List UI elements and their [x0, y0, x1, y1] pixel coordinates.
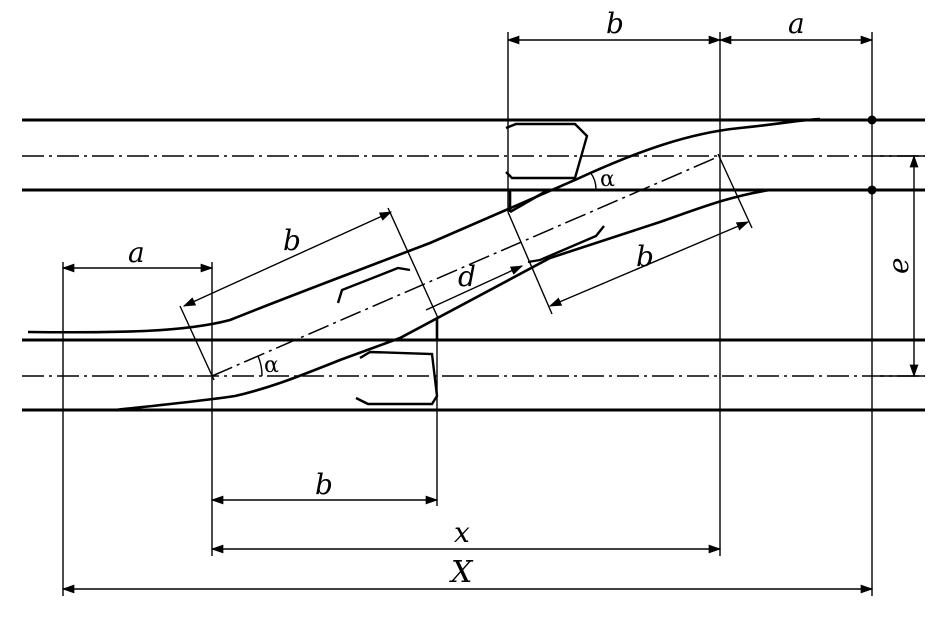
dim-d — [425, 265, 524, 311]
label-b-left-diag: b — [283, 224, 301, 257]
angle-arc-lower — [257, 355, 263, 377]
label-alpha-lower: α — [264, 353, 279, 378]
label-x: x — [454, 516, 470, 549]
node-dot-lower — [867, 185, 877, 195]
dim-b-right-diag — [548, 221, 750, 307]
label-b-right-diag: b — [636, 240, 654, 273]
ext-diag-right-b — [717, 153, 753, 229]
lower-guard-rail — [355, 350, 439, 406]
crossover-lower-rail — [114, 188, 771, 412]
ext-diag-left-b — [387, 207, 439, 319]
main-tracks — [22, 118, 925, 412]
upper-frog-vee — [508, 188, 548, 212]
dimension-labels: b a a b d b α α e b x X — [128, 7, 915, 590]
label-d: d — [458, 260, 476, 293]
extension-lines — [62, 32, 925, 596]
angle-arc-upper — [589, 171, 597, 191]
upper-switch-point — [509, 188, 549, 214]
upper-guard-rail — [505, 122, 589, 180]
crossover-rails — [27, 117, 821, 412]
label-a-top: a — [788, 7, 805, 40]
node-dot-upper — [867, 115, 877, 125]
label-X: X — [449, 555, 474, 590]
label-a-left: a — [128, 236, 145, 269]
crossover-upper-rail — [27, 117, 821, 334]
ext-diag-left-a — [179, 305, 215, 381]
crossover-centerline — [211, 155, 721, 377]
label-e: e — [882, 257, 915, 274]
label-b-top: b — [606, 7, 624, 40]
ext-diag-right-a — [507, 211, 553, 315]
dimension-lines — [61, 35, 919, 594]
label-b-bottom: b — [315, 468, 333, 501]
dim-b-left-diag — [182, 211, 393, 307]
label-alpha-upper: α — [600, 167, 615, 192]
